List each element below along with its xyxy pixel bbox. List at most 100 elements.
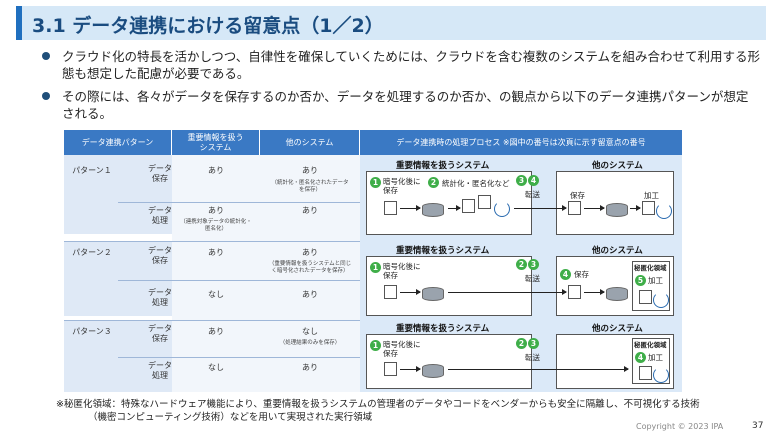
pattern-2-proc-other: あり xyxy=(302,290,318,299)
process-diagram-1: 重要情報を扱うシステム 他のシステム 1 暗号化後に保存 2 統計化・匿名化など… xyxy=(360,155,682,241)
title-bar: 3.1 データ連携における留意点（1／2） xyxy=(16,6,766,40)
data-linkage-table: データ連携パターン 重要情報を扱うシステム 他のシステム データ連携時の処理プロ… xyxy=(64,130,682,392)
pattern-3-proc-type: データ処理 xyxy=(148,361,172,380)
arrow-icon xyxy=(400,205,421,211)
process-label: 加工 xyxy=(648,276,663,285)
pattern-2-save-other-note: （重要情報を扱うシステムと同じく暗号化されたデータを保存） xyxy=(268,261,352,274)
pattern-1-save-type: データ保存 xyxy=(148,164,172,183)
document-icon xyxy=(478,195,491,209)
step-number: 1 xyxy=(370,177,381,188)
arrow-icon xyxy=(448,289,567,295)
confidential-area: 秘匿化領域 4 加工 xyxy=(632,338,670,384)
database-icon xyxy=(606,203,628,217)
header-pattern: データ連携パターン xyxy=(64,130,172,155)
process-diagram-2: 重要情報を扱うシステム 他のシステム 1 暗号化後に保存 2 3 転送 4 保存… xyxy=(360,241,682,320)
process-label: 加工 xyxy=(648,353,663,362)
header-important-system-label: 重要情報を扱うシステム xyxy=(187,132,244,152)
process-loop-icon xyxy=(656,203,672,219)
step-number: 3 xyxy=(528,259,539,270)
bullet-dot-icon xyxy=(42,92,50,100)
database-icon xyxy=(422,203,444,217)
page-title: 3.1 データ連携における留意点（1／2） xyxy=(32,15,384,37)
pattern-1-proc-other: あり xyxy=(302,206,318,215)
pattern-2-save-type: データ保存 xyxy=(148,246,172,265)
transfer-label: 転送 xyxy=(525,274,540,283)
process-diagram-3: 重要情報を扱うシステム 他のシステム 1 暗号化後に保存 2 3 転送 秘匿化領… xyxy=(360,320,682,392)
step-number: 2 xyxy=(516,259,527,270)
pattern-2-save-sys: あり xyxy=(208,248,224,257)
pattern-2-proc-sys: なし xyxy=(208,290,224,299)
save-label: 保存 xyxy=(570,191,585,200)
encrypt-save-label: 暗号化後に保存 xyxy=(383,177,421,195)
footnote-line: （機密コンピューティング技術）などを用いて実現された実行領域 xyxy=(88,412,373,423)
transfer-label: 転送 xyxy=(525,353,540,362)
important-system-title: 重要情報を扱うシステム xyxy=(396,161,490,171)
confidential-area: 秘匿化領域 5 加工 xyxy=(632,261,670,311)
arrow-icon xyxy=(584,205,605,211)
footnote-line: ※秘匿化領域：特殊なハードウェア機能により、重要情報を扱うシステムの管理者のデー… xyxy=(56,399,700,410)
pattern-3-save-other: なし xyxy=(302,327,318,336)
pattern-1-proc-type: データ処理 xyxy=(148,206,172,225)
pattern-3-proc-other: あり xyxy=(302,363,318,372)
step-number: 2 xyxy=(516,338,527,349)
document-icon xyxy=(642,201,655,215)
important-system-title: 重要情報を扱うシステム xyxy=(396,246,490,256)
document-icon xyxy=(384,285,397,299)
pattern-3-name: パターン３ xyxy=(72,327,112,336)
document-icon xyxy=(639,290,652,304)
bullet-item: その際には、各々がデータを保存するのか否か、データを処理するのか否か、の観点から… xyxy=(40,88,760,122)
stat-anon-label: 統計化・匿名化など xyxy=(442,179,510,188)
step-number: 4 xyxy=(560,269,571,280)
database-icon xyxy=(422,364,444,378)
bullet-text: クラウド化の特長を活かしつつ、自律性を確保していくためには、クラウドを含む複数の… xyxy=(62,49,761,81)
arrow-icon xyxy=(400,289,421,295)
document-icon xyxy=(384,201,397,215)
header-other-system: 他のシステム xyxy=(260,130,360,155)
confidential-label: 秘匿化領域 xyxy=(634,341,667,349)
encrypt-save-label: 暗号化後に保存 xyxy=(383,262,421,280)
save-label: 保存 xyxy=(574,270,589,279)
pattern-1-save-sys: あり xyxy=(208,166,224,175)
document-icon xyxy=(462,199,475,213)
arrow-icon xyxy=(514,205,567,211)
confidential-label: 秘匿化領域 xyxy=(634,264,667,272)
bullet-text: その際には、各々がデータを保存するのか否か、データを処理するのか否か、の観点から… xyxy=(62,89,749,121)
pattern-1-save-other-note: （統計化・匿名化されたデータを保存） xyxy=(271,180,349,193)
step-number: 2 xyxy=(428,177,439,188)
process-loop-icon xyxy=(494,201,510,217)
pattern-2-save-other: あり xyxy=(302,248,318,257)
process-loop-icon xyxy=(653,292,669,308)
document-icon xyxy=(568,201,581,215)
step-number: 1 xyxy=(370,340,381,351)
database-icon xyxy=(606,287,628,301)
important-system-box xyxy=(366,334,532,389)
pattern-1-proc-sys: あり xyxy=(208,206,224,215)
header-process: データ連携時の処理プロセス ※図中の番号は次頁に示す留意点の番号 xyxy=(360,130,682,155)
step-number: 4 xyxy=(528,175,539,186)
document-icon xyxy=(384,362,397,376)
copyright: Copyright © 2023 IPA xyxy=(636,422,724,431)
pattern-2-proc-type: データ処理 xyxy=(148,288,172,307)
header-important-system: 重要情報を扱うシステム xyxy=(172,130,260,155)
bullet-dot-icon xyxy=(42,52,50,60)
arrow-icon xyxy=(584,289,605,295)
arrow-icon xyxy=(630,205,641,211)
pattern-1-proc-sys-note: （連携対象データの統計化・匿名化） xyxy=(180,219,252,232)
step-number: 1 xyxy=(370,262,381,273)
other-system-title: 他のシステム xyxy=(592,161,643,171)
database-icon xyxy=(422,287,444,301)
bullet-item: クラウド化の特長を活かしつつ、自律性を確保していくためには、クラウドを含む複数の… xyxy=(40,48,760,82)
process-label: 加工 xyxy=(644,191,659,200)
pattern-1-name: パターン１ xyxy=(72,166,112,175)
page-number: 37 xyxy=(752,421,764,431)
step-number: 3 xyxy=(528,338,539,349)
pattern-1-save-other: あり xyxy=(302,166,318,175)
step-number: 4 xyxy=(635,352,646,363)
document-icon xyxy=(568,285,581,299)
arrow-icon xyxy=(400,366,421,372)
step-number: 3 xyxy=(516,175,527,186)
encrypt-save-label: 暗号化後に保存 xyxy=(383,340,421,358)
pattern-3-save-sys: あり xyxy=(208,327,224,336)
arrow-icon xyxy=(448,366,629,372)
pattern-3-save-type: データ保存 xyxy=(148,324,172,343)
